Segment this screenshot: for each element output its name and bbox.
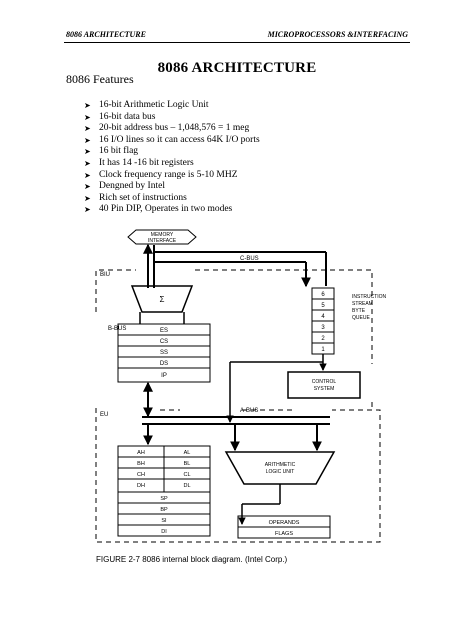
register-es: ES: [160, 328, 168, 334]
bbus-label: B-BUS: [108, 326, 126, 332]
feature-text: Clock frequency range is 5-10 MHZ: [99, 169, 238, 180]
instruction-queue: 6 5 4 3 2 1: [311, 287, 335, 355]
address-adder: Σ: [130, 285, 194, 313]
bus-lines: [143, 243, 327, 288]
general-registers: AH AL BH BL CH CL DH DL: [117, 445, 211, 493]
feature-text: 40 Pin DIP, Operates in two modes: [99, 204, 233, 215]
figure-caption: FIGURE 2-7 8086 internal block diagram. …: [96, 555, 288, 564]
eu-label: EU: [100, 412, 108, 418]
queue-label-line-4: QUEUE: [352, 315, 370, 321]
arrow-bullet-icon: ➤: [84, 112, 91, 122]
abus-lines: [142, 381, 330, 452]
cbus-label: C-BUS: [240, 256, 259, 262]
feature-item: ➤ Dengned by Intel: [84, 181, 260, 193]
header-divider: [64, 42, 410, 43]
segment-registers: ES CS SS DS IP: [117, 323, 211, 383]
biu-boundary: [95, 269, 373, 410]
queue-label: INSTRUCTION STREAM BYTE QUEUE: [352, 294, 387, 321]
feature-text: 16 I/O lines so it can access 64K I/O po…: [99, 134, 260, 145]
pointer-registers: SP BP SI DI: [117, 491, 211, 537]
memory-interface-label-2: INTERFACE: [148, 238, 177, 244]
queue-slot-3: 3: [321, 325, 325, 331]
queue-slot-5: 5: [321, 303, 325, 309]
page-title: 8086 ARCHITECTURE: [157, 60, 317, 76]
register-bp: BP: [160, 507, 168, 513]
arrow-bullet-icon: ➤: [84, 170, 91, 180]
arrow-bullet-icon: ➤: [84, 124, 91, 134]
queue-label-line-1: INSTRUCTION: [352, 294, 387, 300]
sigma-symbol: Σ: [160, 295, 165, 304]
operands-flags-block: OPERANDS FLAGS: [237, 515, 331, 539]
features-list: ➤ 16-bit Arithmetic Logic Unit ➤ 16-bit da…: [84, 100, 260, 216]
register-ah: AH: [137, 450, 145, 456]
feature-text: 16 bit flag: [99, 146, 139, 157]
register-ip: IP: [161, 373, 167, 379]
feature-text: It has 14 -16 bit registers: [99, 157, 194, 168]
arrow-bullet-icon: ➤: [84, 158, 91, 168]
operands-label: OPERANDS: [269, 520, 300, 526]
arrow-bullet-icon: ➤: [84, 135, 91, 145]
register-al: AL: [184, 450, 191, 456]
biu-label: BIU: [100, 272, 110, 278]
queue-label-line-2: STREAM: [352, 301, 373, 307]
control-label-1: CONTROL: [312, 379, 337, 385]
flags-label: FLAGS: [275, 531, 293, 537]
bbus-lines: [139, 312, 185, 324]
queue-slot-4: 4: [321, 314, 325, 320]
register-dl: DL: [183, 483, 190, 489]
queue-slot-6: 6: [321, 292, 325, 298]
feature-text: Rich set of instructions: [99, 192, 187, 203]
register-cs: CS: [160, 339, 168, 345]
register-bl: BL: [184, 461, 191, 467]
feature-item: ➤ 20-bit address bus – 1,048,576 = 1 meg: [84, 123, 260, 135]
alu-label-1: ARITHMETIC: [265, 462, 296, 468]
feature-text: 20-bit address bus – 1,048,576 = 1 meg: [99, 123, 250, 134]
feature-item: ➤ Clock frequency range is 5-10 MHZ: [84, 170, 260, 182]
block-diagram: MEMORY INTERFACE BIU C-BUS Σ B-BUS ES CS…: [95, 229, 387, 543]
register-dh: DH: [137, 483, 145, 489]
eu-boundary: [95, 408, 381, 543]
feature-item: ➤ 16-bit data bus: [84, 112, 260, 124]
alu-label-2: LOGIC UNIT: [266, 469, 295, 475]
queue-label-line-3: BYTE: [352, 308, 366, 314]
register-cl: CL: [183, 472, 190, 478]
arrow-bullet-icon: ➤: [84, 101, 91, 110]
register-ds: DS: [160, 361, 168, 367]
alu-block: ARITHMETIC LOGIC UNIT: [224, 451, 336, 485]
header-right-text: MICROPROCESSORS &INTERFACING: [267, 30, 408, 39]
register-ch: CH: [137, 472, 145, 478]
register-di: DI: [161, 529, 167, 535]
alu-output-links: [238, 484, 281, 525]
feature-item: ➤ 16-bit Arithmetic Logic Unit: [84, 100, 260, 112]
queue-slot-1: 1: [321, 347, 325, 353]
register-bh: BH: [137, 461, 145, 467]
header-left-text: 8086 ARCHITECTURE: [66, 30, 146, 39]
arrow-bullet-icon: ➤: [84, 147, 91, 157]
register-sp: SP: [160, 496, 168, 502]
queue-slot-2: 2: [321, 336, 325, 342]
control-label-2: SYSTEM: [314, 386, 335, 392]
feature-item: ➤ 40 Pin DIP, Operates in two modes: [84, 204, 260, 216]
feature-item: ➤ Rich set of instructions: [84, 193, 260, 205]
feature-text: Dengned by Intel: [99, 181, 165, 192]
feature-text: 16-bit Arithmetic Logic Unit: [99, 100, 209, 110]
arrow-bullet-icon: ➤: [84, 205, 91, 215]
feature-item: ➤ It has 14 -16 bit registers: [84, 158, 260, 170]
arrow-bullet-icon: ➤: [84, 193, 91, 203]
feature-item: ➤ 16 I/O lines so it can access 64K I/O p…: [84, 135, 260, 147]
abus-label: A-BUS: [240, 408, 258, 414]
section-subtitle: 8086 Features: [66, 72, 134, 86]
register-si: SI: [161, 518, 167, 524]
queue-control-links: [226, 354, 327, 423]
memory-interface-block: MEMORY INTERFACE: [127, 229, 197, 245]
register-ss: SS: [160, 350, 168, 356]
feature-text: 16-bit data bus: [99, 111, 156, 122]
arrow-bullet-icon: ➤: [84, 182, 91, 192]
control-system-block: CONTROL SYSTEM: [287, 371, 361, 399]
feature-item: ➤ 16 bit flag: [84, 146, 260, 158]
memory-interface-label-1: MEMORY: [151, 232, 174, 238]
